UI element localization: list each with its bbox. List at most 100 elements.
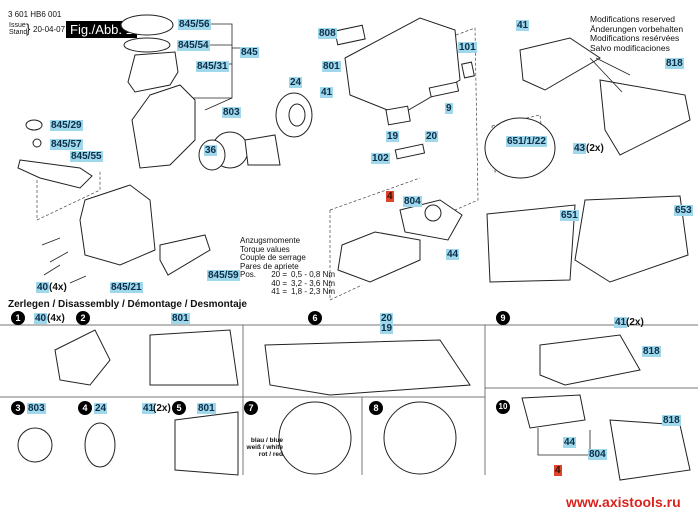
- label-818: 818: [665, 58, 684, 69]
- step1-qty: (4x): [47, 313, 65, 324]
- label-845: 845: [240, 47, 259, 58]
- step-9-marker: 9: [496, 311, 510, 325]
- label-808: [334, 24, 366, 46]
- head-housing-part: [79, 184, 156, 266]
- label-845-56: 845/56: [178, 19, 211, 30]
- label-801: 801: [322, 61, 341, 72]
- label-44: 44: [446, 249, 460, 260]
- step9-qty: (2x): [626, 317, 644, 328]
- torque-pos: 40 =: [271, 278, 287, 288]
- label-845-54: 845/54: [177, 40, 210, 51]
- step5-label-801: 801: [197, 403, 216, 414]
- step10-module: [521, 394, 586, 429]
- torque-value: 1,8 - 2,3 Nm: [291, 287, 336, 296]
- step3-armature: [17, 427, 53, 463]
- qty-40: (4x): [49, 282, 67, 293]
- step1-label-40: 40: [34, 313, 48, 324]
- step9-label-818: 818: [642, 346, 661, 357]
- label-845-21: 845/21: [110, 282, 143, 293]
- label-41: 41: [320, 87, 334, 98]
- torque-pos: 20 =: [271, 270, 287, 279]
- label-102: 102: [371, 153, 390, 164]
- step6-label-19: 19: [380, 323, 394, 334]
- label-804: 804: [403, 196, 422, 207]
- pos-label: Pos.: [240, 270, 257, 279]
- step-7-marker: 7: [244, 401, 258, 415]
- issue-label: Issue: [9, 22, 26, 29]
- part-number: 3 601 HB6 001: [8, 10, 62, 19]
- label-653: 653: [674, 205, 693, 216]
- wire-colors: blau / blue weiß / white rot / red: [243, 437, 283, 458]
- brace: }: [26, 21, 31, 36]
- label-43: 43: [573, 143, 587, 154]
- label-845-59: 845/59: [207, 270, 240, 281]
- cover-19: [385, 105, 411, 126]
- label-101: 101: [458, 42, 477, 53]
- disassembly-title: Zerlegen / Disassembly / Démontage / Des…: [8, 299, 247, 310]
- screw-part: [32, 138, 42, 148]
- label-41-handle: 41: [516, 20, 530, 31]
- watermark-link[interactable]: www.axistools.ru: [566, 494, 681, 510]
- step1-head: [54, 329, 111, 386]
- step10-label-4: 4: [554, 465, 562, 476]
- torque-pos: 41 =: [271, 287, 287, 296]
- wire-red: rot / red: [258, 451, 283, 458]
- step-1-marker: 1: [11, 311, 25, 325]
- label-102: [394, 143, 426, 160]
- label-9: [428, 81, 460, 98]
- torque-title: Pares de apriete: [240, 261, 299, 271]
- step9-label-41: 41: [614, 317, 628, 328]
- label-9: 9: [445, 103, 453, 114]
- battery-651: [486, 204, 576, 283]
- step2-label-801: 801: [171, 313, 190, 324]
- label-19: 19: [386, 131, 400, 142]
- ring-part: [123, 37, 171, 53]
- label-845-57: 845/57: [50, 139, 83, 150]
- electronics-module-part: [337, 231, 421, 283]
- label-845-29: 845/29: [50, 120, 83, 131]
- label-20: 20: [425, 131, 439, 142]
- torque-title: Anzugsmomente: [240, 236, 301, 245]
- notice-line: Änderungen vorbehalten: [590, 23, 684, 34]
- plug-part: [25, 119, 43, 131]
- handle-half-part: [519, 37, 601, 91]
- step4-baffle: [84, 422, 116, 468]
- bracket-845: [190, 23, 240, 99]
- screws-40: [41, 237, 87, 284]
- step-5-marker: 5: [172, 401, 186, 415]
- label-651: 651: [560, 210, 579, 221]
- step10-label-818: 818: [662, 415, 681, 426]
- figure-title: Fig./Abb. 1: [66, 21, 137, 38]
- notice-line: Modifications reserved: [590, 14, 676, 24]
- label-845-55: 845/55: [70, 151, 103, 162]
- label-40: 40: [36, 282, 50, 293]
- dashed-guide: [36, 170, 101, 221]
- step5-label-41: 41: [142, 403, 156, 414]
- label-36: 36: [204, 145, 218, 156]
- step4-label-24: 24: [94, 403, 108, 414]
- qty-43: (2x): [586, 143, 604, 154]
- label-845-31: 845/31: [196, 61, 229, 72]
- step-2-marker: 2: [76, 311, 90, 325]
- wire-white: weiß / white: [246, 444, 283, 451]
- torque-row: 41 = 1,8 - 2,3 Nm: [240, 287, 336, 297]
- notice-line: Modifications resérvées: [590, 33, 680, 43]
- stand-label: Stand: [9, 29, 28, 36]
- torque-row: 40 = 3,2 - 3,6 Nm: [240, 278, 335, 289]
- step-4-marker: 4: [78, 401, 92, 415]
- issue-date: 20-04-07: [33, 25, 66, 34]
- label-808: 808: [318, 28, 337, 39]
- label-101: [461, 61, 475, 79]
- step6-housing: [264, 339, 471, 396]
- lever-part: [17, 159, 93, 189]
- step10-label-44: 44: [563, 437, 577, 448]
- housing-cover-part: [127, 51, 179, 93]
- label-651-1-22: 651/1/22: [506, 136, 547, 147]
- torque-values: Anzugsmomente Torque values Couple de se…: [240, 236, 336, 297]
- step-3-marker: 3: [11, 401, 25, 415]
- step7-detail: [278, 401, 352, 475]
- handle-cover-818: [599, 79, 691, 156]
- step10-cover: [609, 419, 691, 481]
- label-4: 4: [386, 191, 394, 202]
- step2-housing: [149, 329, 239, 386]
